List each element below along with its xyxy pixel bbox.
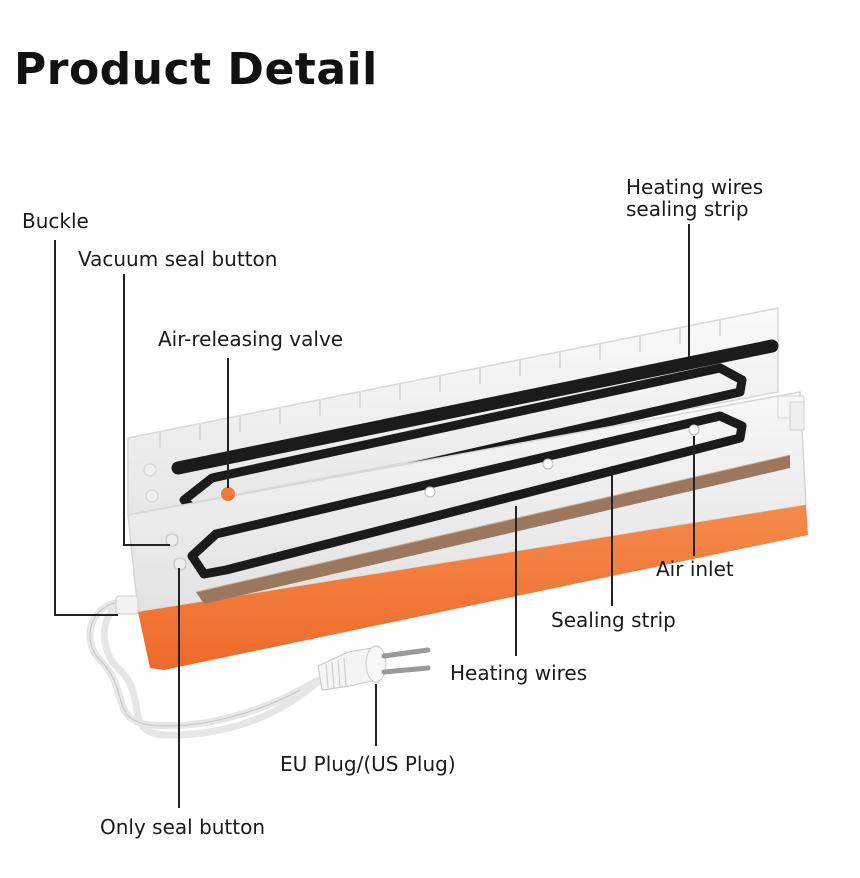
label-only-seal-button: Only seal button (100, 815, 266, 839)
page-title: Product Detail (14, 44, 378, 95)
lower-gasket-loop (187, 411, 747, 579)
label-eu-plug: EU Plug/(US Plug) (280, 752, 456, 776)
air-inlet-icon (688, 424, 700, 436)
orange-base-band (138, 505, 808, 670)
label-air-releasing-valve: Air-releasing valve (158, 327, 344, 351)
label-heating-wires-sealing-strip-line1: Heating wires (626, 175, 764, 199)
vacuum-seal-button-icon (165, 533, 179, 547)
base-sealing-strip (196, 455, 790, 604)
label-heating-wires: Heating wires (450, 661, 588, 685)
eu-plug-icon (317, 645, 431, 691)
label-buckle: Buckle (22, 209, 89, 233)
lid-sealing-strip (171, 339, 779, 475)
sealer-base (127, 391, 808, 670)
leader-lines (54, 224, 695, 808)
label-heating-wires-sealing-strip-line2: sealing strip (626, 197, 749, 221)
label-air-inlet: Air inlet (656, 557, 734, 581)
label-sealing-strip: Sealing strip (551, 608, 676, 632)
air-releasing-valve-icon (221, 487, 235, 501)
label-vacuum-seal-button: Vacuum seal button (78, 247, 278, 271)
label-heating-wires-sealing-strip: Heating wires sealing strip (626, 176, 763, 220)
